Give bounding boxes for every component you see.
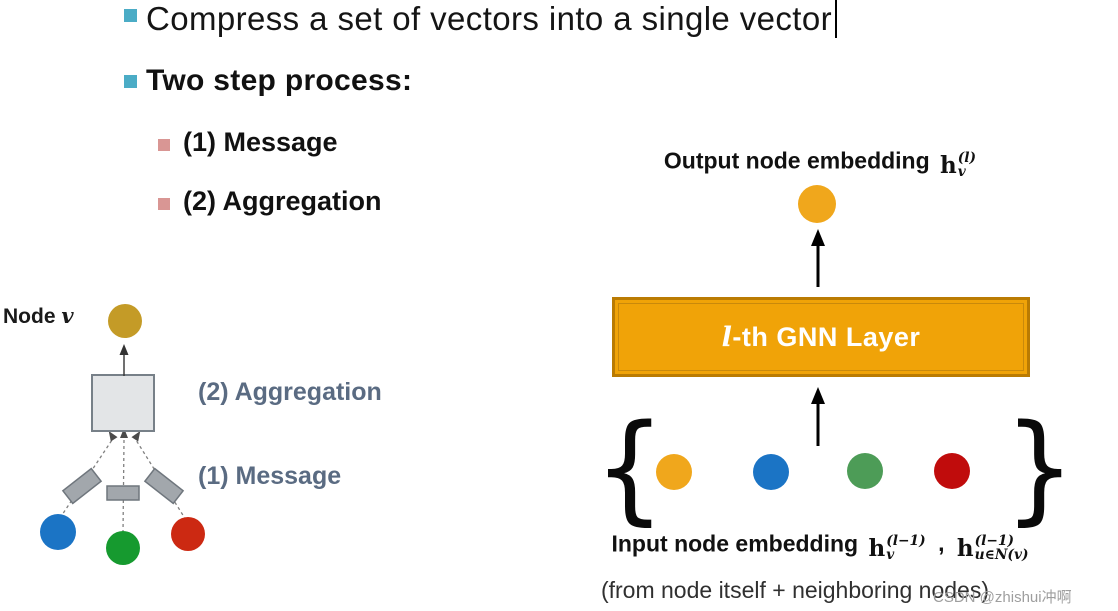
sub-bullet-icon-1	[158, 139, 170, 151]
bullet-compress-label: Compress a set of vectors into a single …	[146, 0, 833, 37]
output-math-hv: h (l) v	[940, 150, 977, 180]
input-embedding-label: Input node embedding h (l−1) v , h (l−1)…	[520, 530, 1118, 562]
left-neighbor-blue	[40, 514, 76, 550]
bullet-two-step-text: Two step process:	[146, 64, 413, 97]
node-v-circle	[108, 304, 142, 338]
math-sup: (l)	[957, 150, 977, 167]
gnn-layer-box: l-th GNN Layer	[612, 297, 1030, 377]
input-circle-gold	[656, 454, 692, 490]
aggregation-to-node-arrow	[119, 344, 129, 376]
sub-bullet-aggregation: (2) Aggregation	[183, 186, 382, 216]
math-base: h	[956, 535, 974, 563]
message-step-label: (1) Message	[198, 462, 342, 490]
left-neighbor-green	[106, 531, 140, 565]
left-brace: {	[594, 399, 666, 537]
left-neighbor-red	[171, 517, 205, 551]
input-label-text: Input node embedding	[611, 530, 859, 557]
input-to-gnn-arrow	[811, 387, 825, 446]
math-comma: ,	[938, 530, 945, 557]
gnn-label-rest: -th GNN Layer	[732, 321, 921, 352]
math-sub: v	[957, 163, 966, 180]
bullet-icon-1	[124, 9, 137, 22]
bullet-compress-text[interactable]: Compress a set of vectors into a single …	[146, 0, 838, 38]
math-sub: v	[886, 546, 895, 563]
math-base: h	[940, 152, 957, 180]
gnn-layer-label: l-th GNN Layer	[722, 322, 921, 353]
math-sub: u∈N(v)	[974, 546, 1029, 563]
aggregation-box	[91, 374, 155, 432]
input-caption: (from node itself + neighboring nodes)	[600, 577, 990, 603]
input-math-self: h (l−1) v	[868, 533, 926, 563]
watermark: CSDN @zhishui冲啊	[933, 589, 1072, 606]
gnn-l-var: l	[721, 321, 733, 353]
message-dashed-lines	[59, 439, 187, 534]
input-circle-blue	[753, 454, 789, 490]
bullet-icon-2	[124, 75, 137, 88]
aggregation-step-label: (2) Aggregation	[198, 378, 382, 406]
sub-bullet-icon-2	[158, 198, 170, 210]
node-var: v	[61, 303, 74, 328]
input-circle-red	[934, 453, 970, 489]
math-sup: (l−1)	[886, 533, 926, 550]
input-math-neighbors: h (l−1) u∈N(v)	[956, 533, 1029, 563]
math-sup: (l−1)	[974, 533, 1015, 550]
output-label-text: Output node embedding	[663, 147, 930, 174]
gnn-to-output-arrow	[811, 229, 825, 287]
right-brace: }	[1004, 399, 1076, 537]
sub-bullet-message: (1) Message	[183, 127, 338, 157]
message-transform-rects	[61, 467, 185, 505]
text-cursor	[835, 0, 838, 38]
output-embedding-circle	[798, 185, 836, 223]
math-base: h	[868, 535, 886, 563]
input-circle-green	[847, 453, 883, 489]
node-word: Node	[3, 305, 56, 328]
aggregation-input-arrowheads	[108, 428, 141, 442]
node-v-label: Node v	[3, 303, 74, 329]
output-embedding-label: Output node embedding h (l) v	[560, 147, 1080, 179]
